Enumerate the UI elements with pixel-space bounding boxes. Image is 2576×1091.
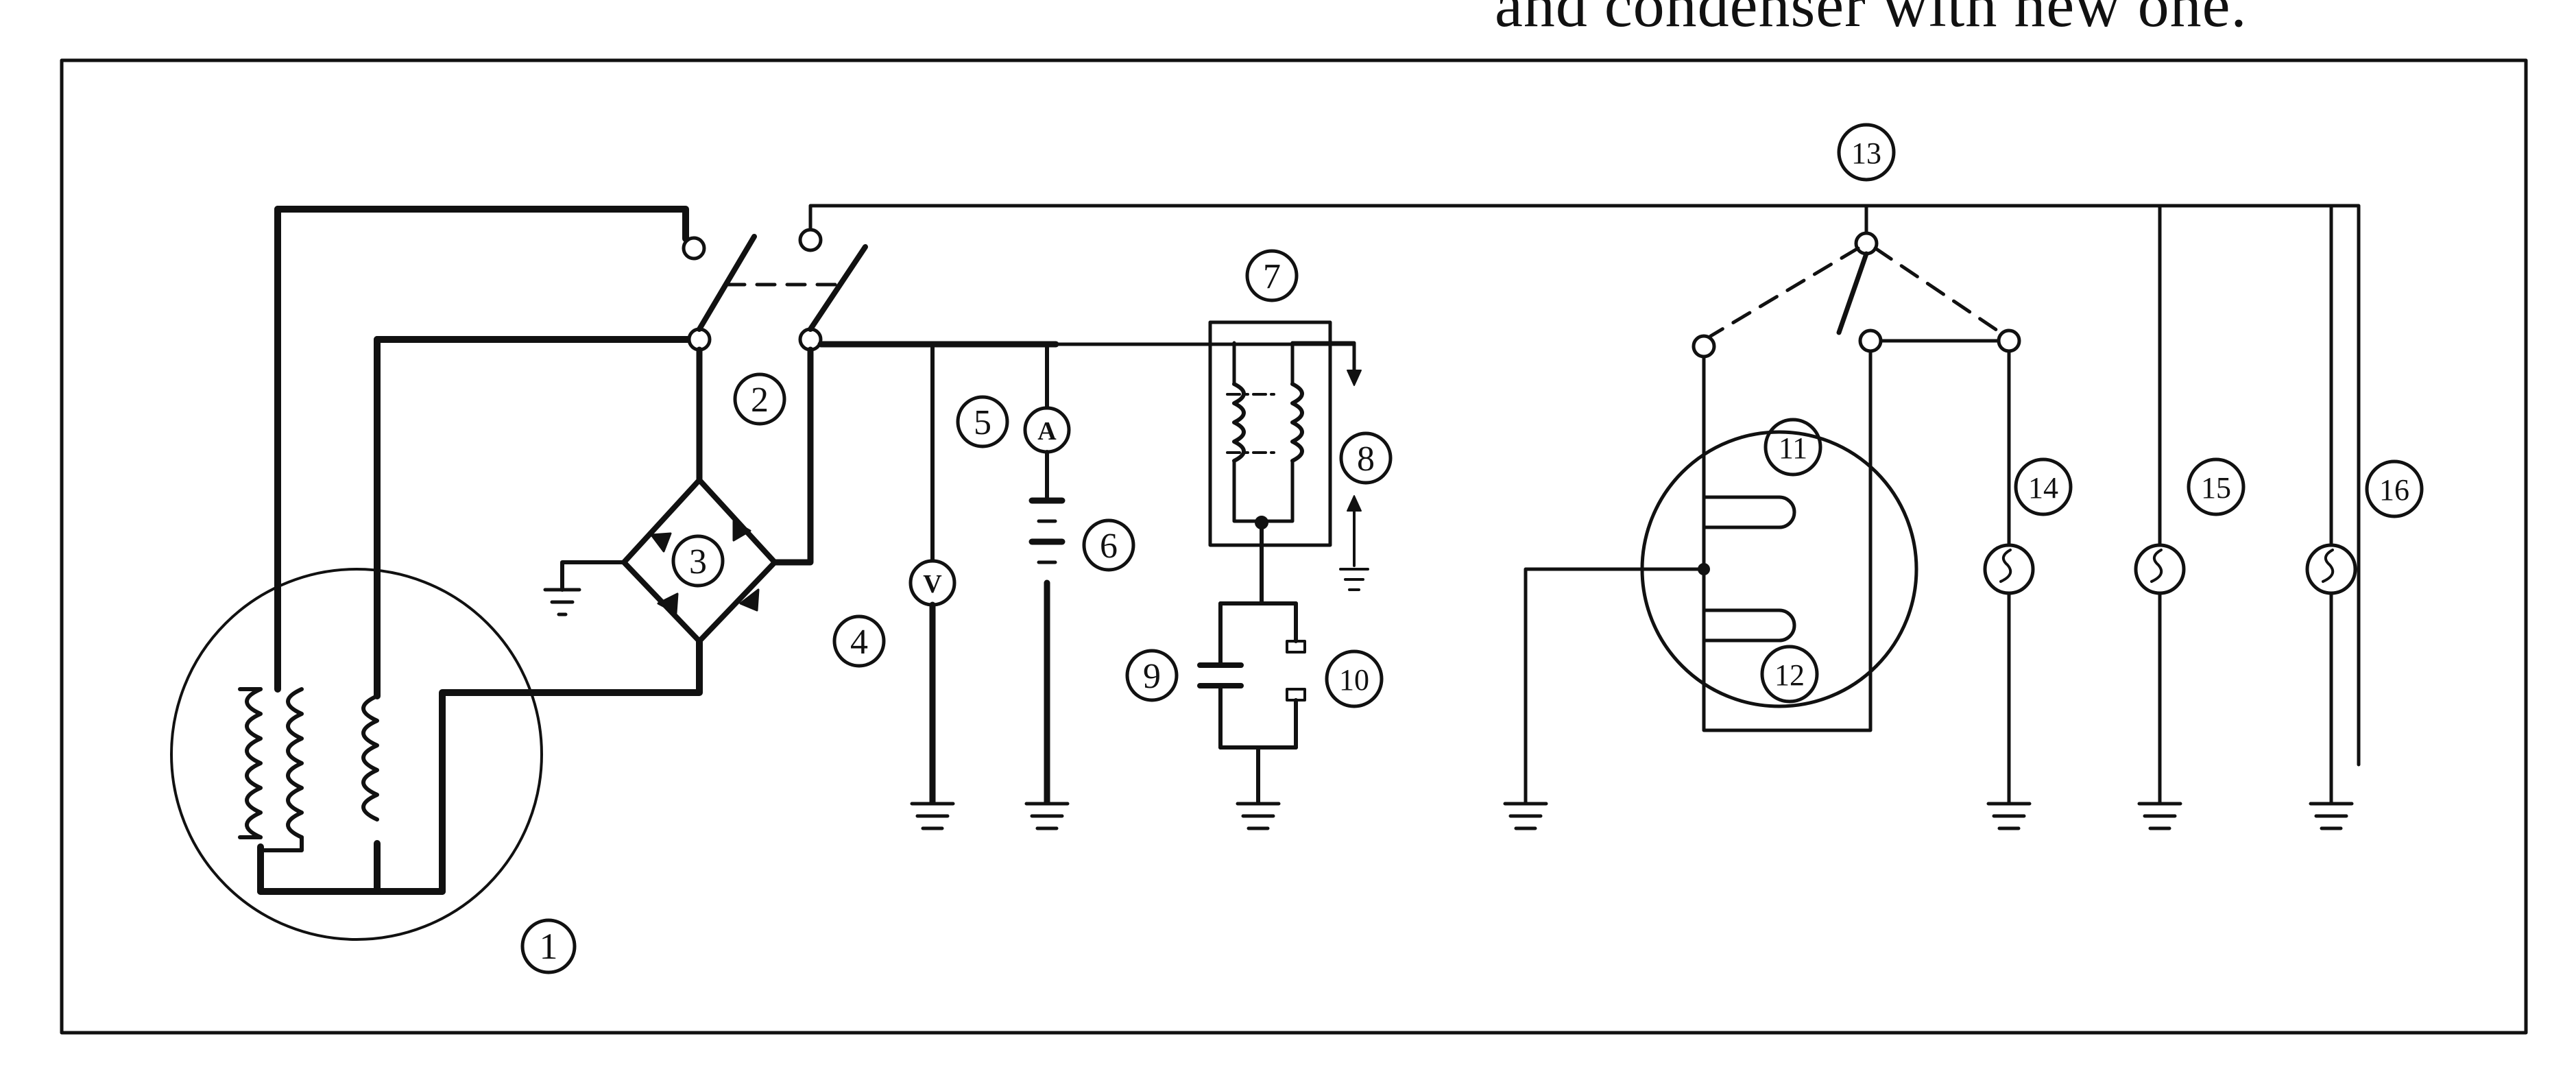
label-9: 9 xyxy=(1125,649,1179,702)
ammeter-battery xyxy=(1023,342,1071,830)
svg-text:12: 12 xyxy=(1774,658,1805,692)
svg-text:2: 2 xyxy=(751,381,769,420)
label-1: 1 xyxy=(520,918,577,974)
svg-text:11: 11 xyxy=(1779,431,1807,465)
voltmeter-symbol: V xyxy=(923,570,942,599)
svg-text:14: 14 xyxy=(2028,471,2058,505)
diagram-frame xyxy=(60,58,2528,1035)
generator xyxy=(170,206,703,941)
svg-text:3: 3 xyxy=(689,542,707,582)
ignition-coil xyxy=(1054,320,1362,547)
label-3: 3 xyxy=(671,534,725,588)
svg-text:5: 5 xyxy=(974,403,991,442)
label-13: 13 xyxy=(1837,123,1896,182)
label-16: 16 xyxy=(2365,459,2424,518)
main-switch xyxy=(682,204,2361,767)
svg-text:4: 4 xyxy=(850,623,868,662)
voltmeter xyxy=(908,342,956,830)
label-4: 4 xyxy=(832,614,886,668)
light-switch xyxy=(1692,204,2021,359)
svg-text:15: 15 xyxy=(2201,471,2231,505)
header-text: and condenser with new one. xyxy=(1495,0,2248,40)
label-15: 15 xyxy=(2187,457,2246,516)
label-11: 11 xyxy=(1764,418,1822,477)
label-14: 14 xyxy=(2014,457,2073,516)
svg-text:13: 13 xyxy=(1851,136,1881,170)
label-8: 8 xyxy=(1339,431,1393,485)
label-7: 7 xyxy=(1245,249,1299,302)
ammeter-symbol: A xyxy=(1037,417,1057,446)
svg-text:16: 16 xyxy=(2379,473,2409,507)
lamp-14 xyxy=(1983,349,2035,830)
svg-text:8: 8 xyxy=(1357,440,1375,479)
label-6: 6 xyxy=(1082,518,1135,572)
spark-plug xyxy=(1339,495,1369,591)
svg-text:6: 6 xyxy=(1100,527,1118,566)
lamp-16 xyxy=(2305,204,2357,830)
lamp-15 xyxy=(2134,204,2186,830)
svg-text:10: 10 xyxy=(1339,663,1369,697)
svg-text:7: 7 xyxy=(1263,257,1281,296)
condenser-breaker xyxy=(1197,526,1306,830)
svg-text:9: 9 xyxy=(1143,657,1161,696)
label-10: 10 xyxy=(1325,649,1384,708)
svg-text:1: 1 xyxy=(540,926,558,967)
label-12: 12 xyxy=(1760,645,1819,704)
label-2: 2 xyxy=(733,372,786,426)
label-5: 5 xyxy=(956,395,1009,448)
rectifier-bridge xyxy=(543,346,814,644)
headlight xyxy=(1503,349,1918,830)
